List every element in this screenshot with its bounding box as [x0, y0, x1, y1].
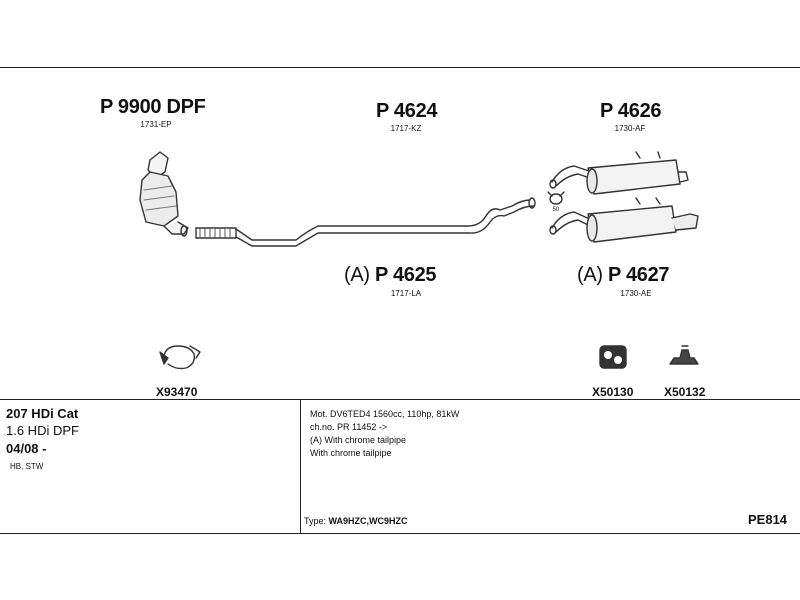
- vehicle-date: 04/08 -: [6, 441, 47, 456]
- mount-x50130-drawing: [599, 345, 627, 369]
- part-code-1717-kz: 1717-KZ: [390, 124, 422, 133]
- type-line: Type: WA9HZC,WC9HZC: [304, 516, 408, 526]
- rear-silencer-lower-drawing: [549, 197, 699, 243]
- clamp-size-label: 50: [552, 207, 560, 213]
- diagram-frame: [0, 67, 800, 534]
- accessory-x50130: X50130: [592, 385, 634, 399]
- part-code-1717-la: 1717-LA: [390, 289, 422, 298]
- vehicle-model: 207 HDi Cat: [6, 406, 79, 421]
- note-engine: Mot. DV6TED4 1560cc, 110hp, 81kW: [310, 409, 460, 419]
- front-pipe-drawing: [195, 197, 536, 247]
- accessory-x93470: X93470: [156, 385, 198, 399]
- part-number-p9900: P 9900 DPF: [100, 96, 206, 118]
- rear-silencer-upper-drawing: [549, 151, 689, 195]
- part-code-1730-ae: 1730-AE: [620, 289, 652, 298]
- accessory-x50132: X50132: [664, 385, 706, 399]
- vehicle-body: HB, STW: [10, 462, 44, 471]
- part-code-1731-ep: 1731-EP: [140, 120, 172, 129]
- part-code-1730-af: 1730-AF: [614, 124, 646, 133]
- part-number-p4624: P 4624: [376, 100, 438, 122]
- note-chrome-a: (A) With chrome tailpipe: [310, 435, 407, 445]
- dpf-unit-drawing: [139, 151, 189, 237]
- page-code: PE814: [748, 512, 788, 527]
- divider: [0, 399, 800, 400]
- vehicle-engine: 1.6 HDi DPF: [6, 423, 79, 438]
- note-chassis: ch.no. PR 11452 ->: [310, 422, 388, 432]
- part-number-p4626: P 4626: [600, 100, 662, 122]
- clamp-x93470-drawing: [159, 345, 201, 370]
- hanger-x50132-drawing: [669, 345, 699, 365]
- part-number-p4627: (A) P 4627: [577, 264, 670, 286]
- part-number-p4625: (A) P 4625: [344, 264, 437, 286]
- note-chrome: With chrome tailpipe: [310, 448, 392, 458]
- pipe-clamp-drawing: [547, 191, 565, 205]
- column-divider: [300, 400, 301, 533]
